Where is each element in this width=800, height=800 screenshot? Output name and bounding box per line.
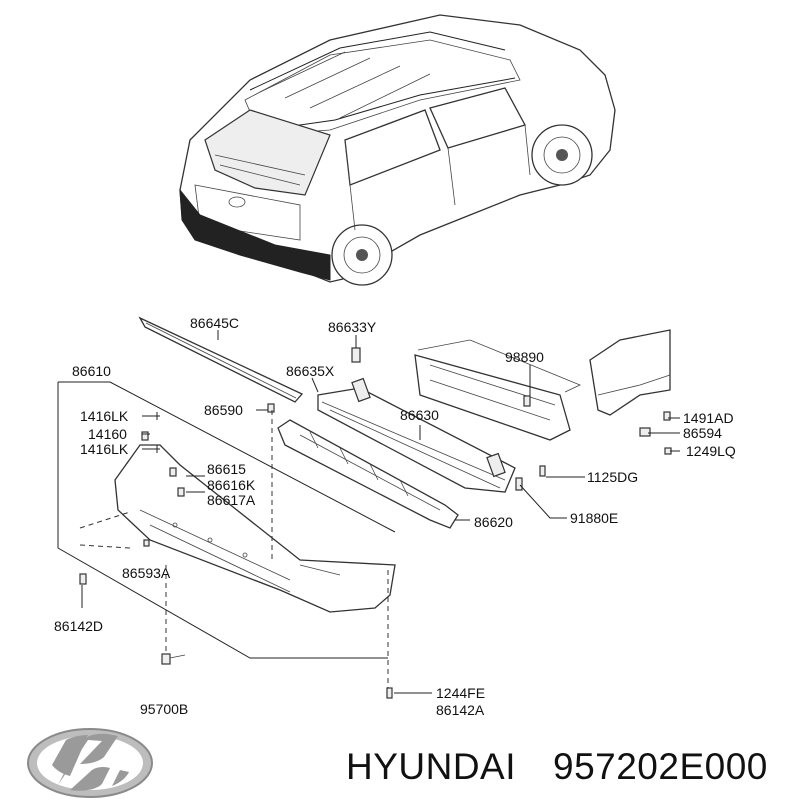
label-86590: 86590 [204,402,243,418]
part-labels: 86645C 86633Y 98890 86610 86635X 1416LK … [54,315,736,718]
label-1491AD: 1491AD [683,410,734,426]
label-86594: 86594 [683,425,722,441]
label-86616K: 86616K [207,477,256,493]
label-95700B: 95700B [140,701,188,717]
label-1125DG: 1125DG [587,469,638,485]
label-91880E: 91880E [570,510,618,526]
label-1416LK-b: 1416LK [80,441,129,457]
label-14160: 14160 [88,426,127,442]
label-86142D: 86142D [54,618,103,634]
label-86630: 86630 [400,407,439,423]
label-1244FE: 1244FE [436,685,485,701]
bumper-parts [79,316,672,699]
label-86593A: 86593A [122,565,171,581]
brand-name: HYUNDAI [346,746,516,787]
label-86645C: 86645C [190,315,239,331]
label-86610: 86610 [72,363,111,379]
hyundai-logo-icon [27,728,153,798]
label-86617A: 86617A [207,492,256,508]
label-86633Y: 86633Y [328,319,377,335]
vehicle-illustration [179,14,616,286]
leader-lines [57,330,680,694]
label-86142A: 86142A [436,702,485,718]
label-86615: 86615 [207,461,246,477]
label-86620: 86620 [474,514,513,530]
part-number: 957202E000 [553,746,768,787]
label-1416LK-a: 1416LK [80,408,129,424]
label-1249LQ: 1249LQ [686,443,736,459]
label-86635X: 86635X [286,363,335,379]
label-98890: 98890 [505,349,544,365]
